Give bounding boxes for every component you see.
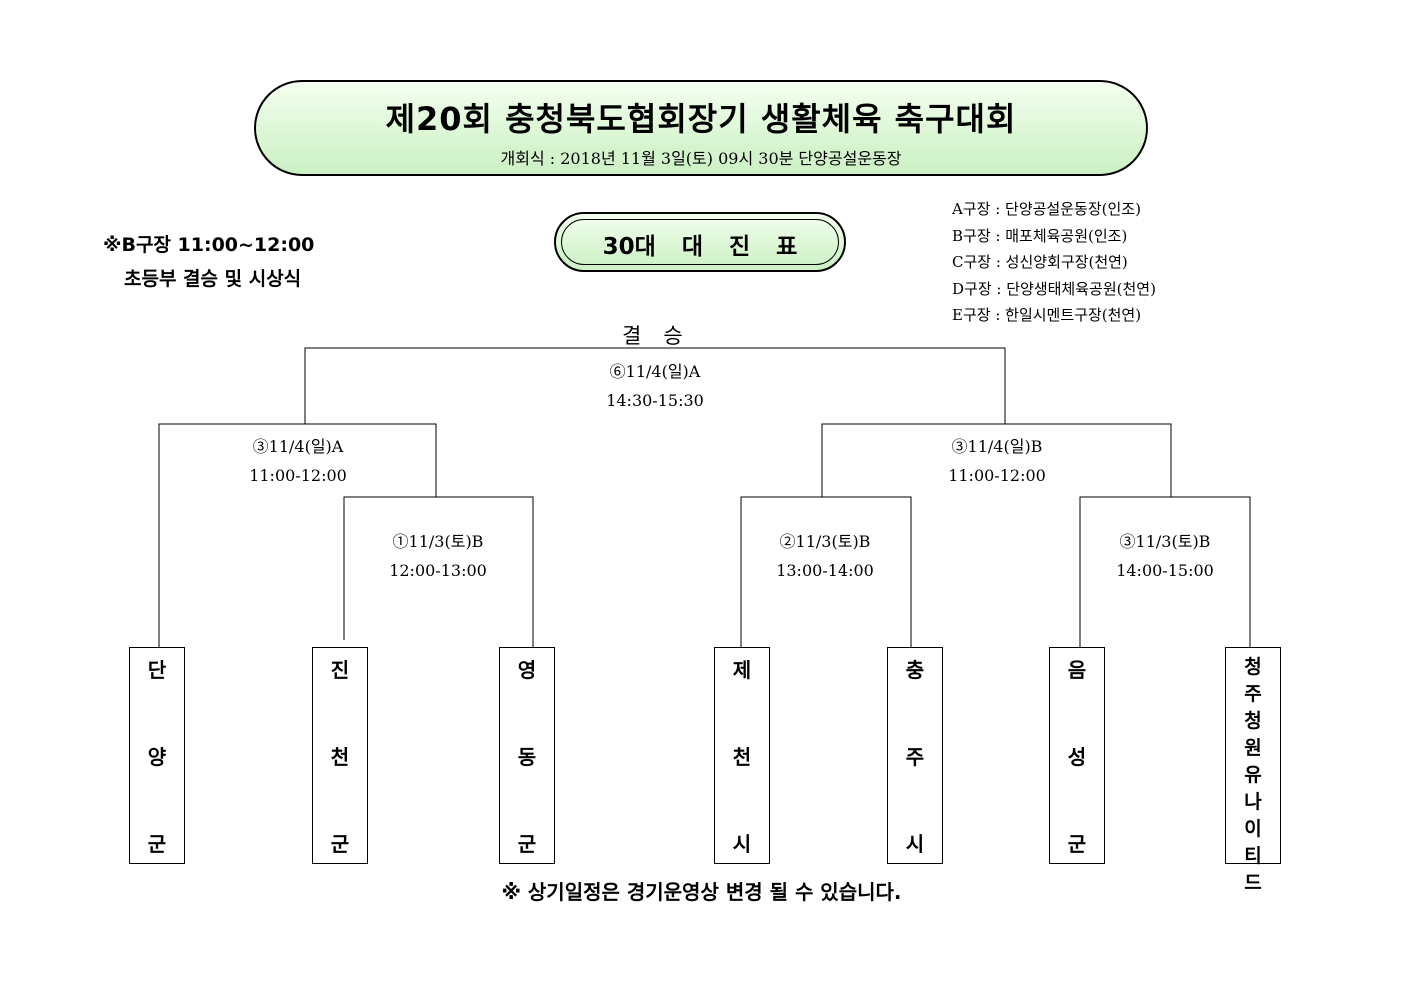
section-title-box: 30대 대 진 표 [554,212,846,272]
match-semi-right-time: 11:00-12:00 [948,466,1046,485]
team-chungju: 충 주 시 [887,647,943,864]
r1-c-bracket [1079,496,1251,647]
venue-b: B구장 : 매포체육공원(인조) [952,226,1128,245]
match-r1-c-date: ③11/3(토)B [1119,532,1211,551]
match-r1-a-time: 12:00-13:00 [389,561,487,580]
notice-line-2: 초등부 결승 및 시상식 [124,268,302,290]
opening-ceremony-info: 개회식 : 2018년 11월 3일(토) 09시 30분 단양공설운동장 [500,149,902,168]
match-r1-c-time: 14:00-15:00 [1116,561,1214,580]
match-final: ⑥11/4(일)A 14:30-15:30 [555,357,755,415]
team-danyang: 단 양 군 [129,647,185,864]
venue-legend: A구장 : 단양공설운동장(인조) B구장 : 매포체육공원(인조) C구장 :… [952,196,1156,329]
match-r1-a-date: ①11/3(토)B [392,532,484,551]
match-final-date: ⑥11/4(일)A [609,362,701,381]
r1-b-bracket [740,496,912,647]
title-banner: 제20회 충청북도협회장기 생활체육 축구대회 개회식 : 2018년 11월 … [254,80,1148,176]
schedule-change-notice: ※ 상기일정은 경기운영상 변경 될 수 있습니다. [501,880,902,904]
semi-right-bracket [821,423,1172,497]
match-semi-left-date: ③11/4(일)A [252,437,344,456]
venue-c: C구장 : 성신양회구장(천연) [952,253,1128,271]
match-r1-a: ①11/3(토)B 12:00-13:00 [338,527,538,585]
final-bracket [304,347,1006,424]
match-semi-right-date: ③11/4(일)B [951,437,1043,456]
match-r1-b: ②11/3(토)B 13:00-14:00 [725,527,925,585]
notice-line-1: ※B구장 11:00~12:00 [103,234,315,256]
match-r1-b-date: ②11/3(토)B [779,532,871,551]
tournament-title: 제20회 충청북도협회장기 생활체육 축구대회 [385,100,1017,138]
semi-left-bracket [158,423,437,647]
venue-d: D구장 : 단양생태체육공원(천연) [952,279,1156,298]
match-semi-right: ③11/4(일)B 11:00-12:00 [897,432,1097,490]
match-semi-left: ③11/4(일)A 11:00-12:00 [198,432,398,490]
match-semi-left-time: 11:00-12:00 [249,466,347,485]
section-title: 30대 대 진 표 [602,234,798,260]
match-final-time: 14:30-15:30 [606,391,704,410]
match-r1-c: ③11/3(토)B 14:00-15:00 [1065,527,1265,585]
team-eumseong: 음 성 군 [1049,647,1105,864]
team-cheongju-cheongwon-united: 청 주 청 원 유 나 이 티 드 [1225,647,1281,894]
team-jincheon: 진 천 군 [312,647,368,864]
team-jecheon: 제 천 시 [714,647,770,864]
team-yeongdong: 영 동 군 [499,647,555,864]
venue-a: A구장 : 단양공설운동장(인조) [952,200,1141,218]
venue-e: E구장 : 한일시멘트구장(천연) [952,306,1142,324]
match-r1-b-time: 13:00-14:00 [776,561,874,580]
final-label: 결승 [622,324,705,348]
r1-a-bracket [343,496,534,647]
